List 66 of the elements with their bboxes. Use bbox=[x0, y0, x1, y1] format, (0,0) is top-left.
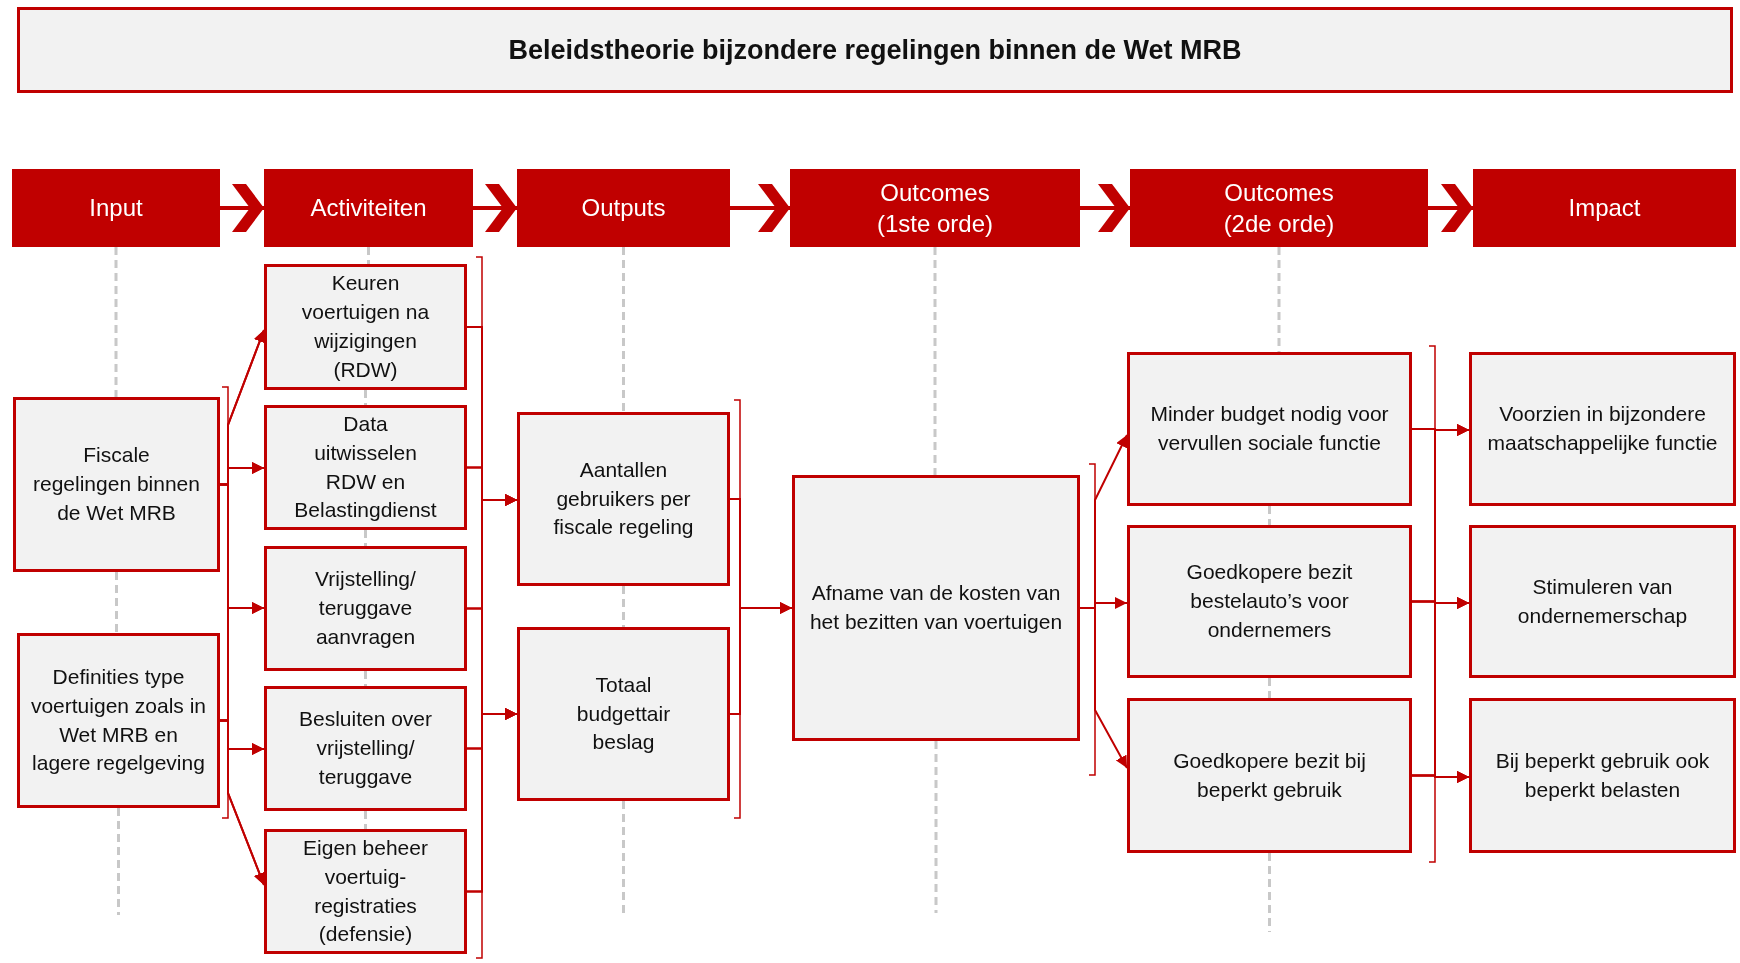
process-box bbox=[264, 829, 467, 954]
box-label: Data uitwisselen RDW en Belastingdienst bbox=[293, 410, 438, 524]
connector-line bbox=[114, 247, 118, 397]
header-label: Activiteiten bbox=[310, 193, 427, 224]
connector-line bbox=[117, 808, 120, 915]
process-box bbox=[13, 397, 220, 572]
box-label: Definities type voertuigen zoals in Wet MRB en lagere regelgeving bbox=[29, 663, 208, 777]
connector-line bbox=[364, 390, 367, 405]
stage-header bbox=[1473, 169, 1736, 247]
box-label: Fiscale regelingen binnen de Wet MRB bbox=[32, 442, 201, 526]
arrow bbox=[1411, 771, 1470, 783]
arrow bbox=[466, 708, 518, 893]
connector-line bbox=[364, 530, 367, 546]
arrow bbox=[219, 719, 266, 886]
header-label: Outputs bbox=[581, 193, 666, 224]
connector-line bbox=[933, 247, 937, 475]
process-box bbox=[517, 627, 730, 801]
box-label: Besluiten over vrijstelling/ teruggave bbox=[297, 706, 434, 790]
header-label: Outcomes (2de orde) bbox=[1222, 177, 1336, 239]
process-box bbox=[1127, 525, 1412, 678]
process-box bbox=[264, 264, 467, 390]
header-label: Impact bbox=[1568, 193, 1641, 224]
title-banner: Beleidstheorie bijzondere regelingen binnen de Wet MRB bbox=[17, 7, 1733, 93]
box-label: Minder budget nodig voor vervullen sociale functie bbox=[1149, 401, 1390, 456]
process-box bbox=[1469, 698, 1736, 853]
connector-line bbox=[622, 801, 625, 913]
box-label: Totaal budgettair beslag bbox=[575, 671, 672, 756]
box-label: Bij beperkt gebruik ook beperkt belasten bbox=[1494, 747, 1711, 803]
process-box bbox=[1127, 352, 1412, 506]
stage-header bbox=[264, 169, 473, 247]
stage-header bbox=[1130, 169, 1428, 247]
arrow bbox=[729, 602, 793, 715]
connector-line bbox=[364, 671, 367, 686]
box-label: Keuren voertuigen na wijzigingen (RDW) bbox=[300, 270, 431, 383]
box-label: Goedkopere bezit bij beperkt gebruik bbox=[1172, 747, 1367, 803]
process-box bbox=[792, 475, 1080, 741]
connector-line bbox=[1268, 506, 1271, 525]
box-label: Voorzien in bijzondere maatschappelijke functie bbox=[1486, 401, 1719, 456]
process-box bbox=[1469, 525, 1736, 678]
arrow bbox=[1079, 607, 1128, 769]
process-box bbox=[1469, 352, 1736, 506]
stage-header bbox=[517, 169, 730, 247]
process-box bbox=[1127, 698, 1412, 853]
process-box bbox=[264, 546, 467, 671]
box-label: Stimuleren van ondernemerschap bbox=[1516, 573, 1689, 629]
connector-line bbox=[934, 741, 938, 913]
header-label: Outcomes (1ste orde) bbox=[875, 177, 995, 239]
stage-header bbox=[12, 169, 220, 247]
connector-line bbox=[367, 247, 370, 264]
box-label: Afname van de kosten van het bezitten van voertuigen bbox=[808, 580, 1064, 635]
box-label: Goedkopere bezit bestelauto’s voor ondernemers bbox=[1185, 559, 1354, 643]
connector-line bbox=[1268, 678, 1271, 698]
process-box bbox=[264, 686, 467, 811]
process-box bbox=[17, 633, 220, 808]
connector-line bbox=[622, 586, 625, 627]
connector-line bbox=[622, 247, 625, 412]
connector-line bbox=[364, 811, 367, 829]
box-label: Vrijstelling/ teruggave aanvragen bbox=[314, 566, 417, 650]
connector-line bbox=[115, 572, 118, 633]
process-box bbox=[517, 412, 730, 586]
box-label: Aantallen gebruikers per fiscale regeling bbox=[552, 456, 695, 541]
connector-line bbox=[1268, 853, 1271, 932]
header-label: Input bbox=[89, 193, 143, 224]
stage-header bbox=[790, 169, 1080, 247]
process-box bbox=[264, 405, 467, 530]
box-label: Eigen beheer voertuig-registraties (defensie) bbox=[302, 834, 429, 948]
